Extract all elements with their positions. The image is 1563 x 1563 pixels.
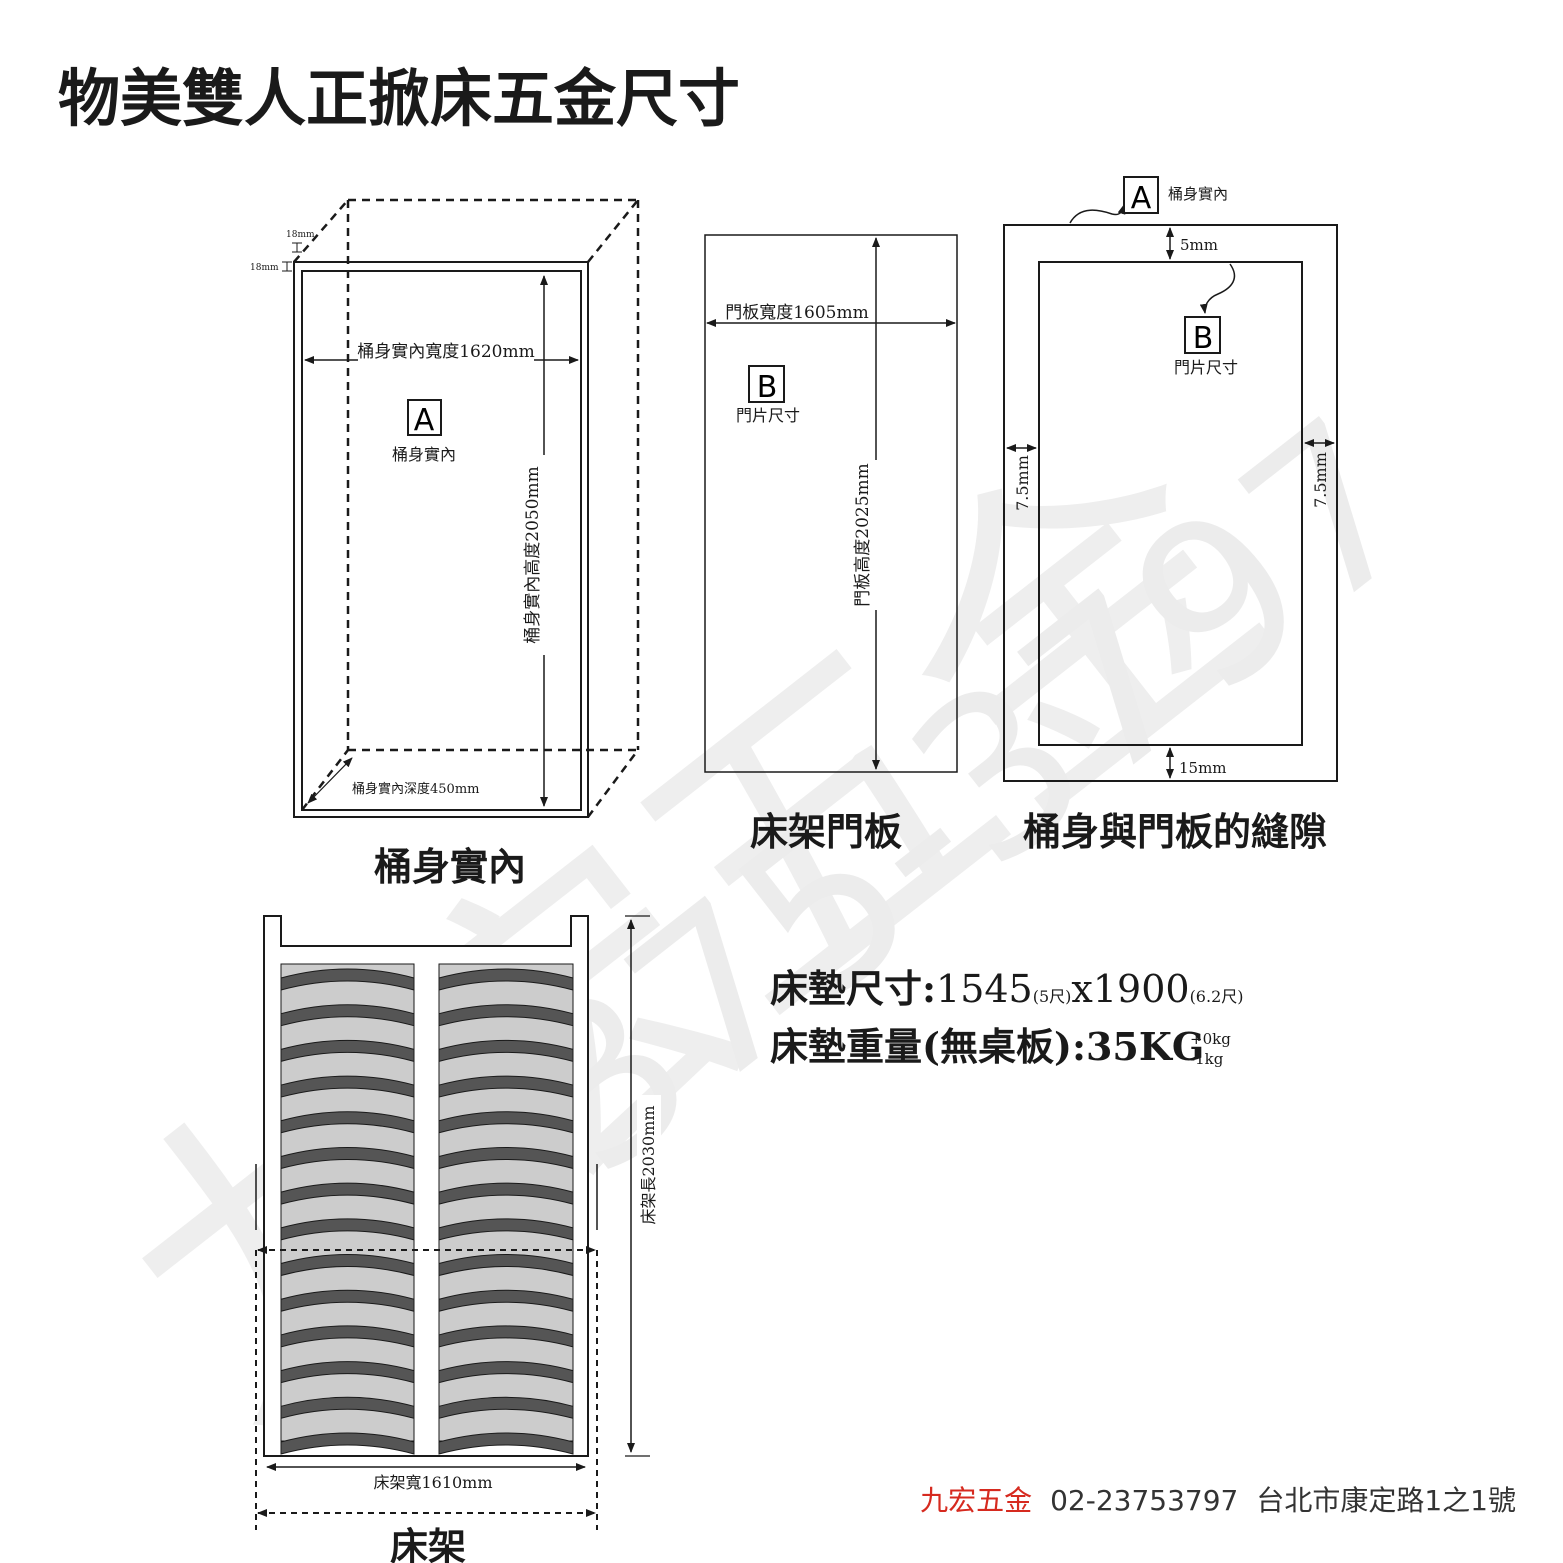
spec-size-length-note: (6.2尺) bbox=[1190, 987, 1244, 1006]
slat bbox=[280, 968, 415, 991]
slat bbox=[438, 968, 574, 991]
footer-address: 台北市康定路1之1號 bbox=[1256, 1484, 1516, 1517]
gap-bottom-label: 15mm bbox=[1179, 759, 1227, 777]
frame-width-label: 床架寬1610mm bbox=[373, 1473, 492, 1492]
box-height-label: 桶身實內高度2050mm bbox=[523, 466, 543, 644]
spec-size-label: 床墊尺寸: bbox=[770, 966, 936, 1011]
spec-size-width-note: (5尺) bbox=[1033, 987, 1072, 1006]
spec-weight: 床墊重量(無桌板):35KG bbox=[770, 1024, 1204, 1069]
gap-caption: 桶身與門板的縫隙 bbox=[1023, 809, 1327, 854]
gap-inner-marker-frame bbox=[1184, 316, 1221, 354]
slat bbox=[280, 1432, 415, 1455]
door-width-label: 門板寬度1605mm bbox=[725, 303, 869, 323]
box-depth-arrow bbox=[307, 757, 353, 804]
gap-outer-marker: A bbox=[1131, 181, 1152, 216]
slat bbox=[438, 1075, 574, 1098]
footer: 九宏五金 02-23753797 台北市康定路1之1號 bbox=[920, 1484, 1516, 1517]
gap-outer-label: 桶身實內 bbox=[1168, 185, 1228, 203]
gap-diagram bbox=[1003, 176, 1338, 782]
page-title: 物美雙人正掀床五金尺寸 bbox=[58, 62, 740, 135]
door-marker-frame bbox=[748, 365, 785, 403]
gap-inner-label: 門片尺寸 bbox=[1174, 358, 1238, 377]
frame-caption: 床架 bbox=[390, 1524, 466, 1563]
gap-left-label: 7.5mm bbox=[1013, 455, 1032, 511]
frame-diagram bbox=[255, 915, 650, 1530]
frame-length-label: 床架長2030mm bbox=[639, 1105, 658, 1224]
spec-size-length: x1900 bbox=[1071, 967, 1189, 1011]
box-diagram bbox=[282, 198, 640, 818]
spec-size: 床墊尺寸:1545(5尺)x1900(6.2尺) bbox=[770, 966, 1244, 1011]
box-marker-frame bbox=[407, 399, 442, 436]
slat bbox=[280, 1039, 415, 1063]
spec-weight-plus: +0kg bbox=[1190, 1030, 1231, 1048]
door-marker-label: 門片尺寸 bbox=[736, 406, 800, 425]
slat bbox=[438, 1289, 574, 1312]
slat bbox=[280, 1004, 415, 1027]
footer-brand: 九宏五金 bbox=[920, 1484, 1032, 1517]
footer-line: 九宏五金 02-23753797 台北市康定路1之1號 bbox=[920, 1484, 1516, 1517]
slat bbox=[438, 1396, 574, 1419]
slat bbox=[280, 1218, 415, 1241]
footer-phone: 02-23753797 bbox=[1050, 1484, 1238, 1517]
slat bbox=[280, 1254, 415, 1277]
slat bbox=[280, 1361, 415, 1384]
slat bbox=[438, 1111, 574, 1134]
box-depth-label: 桶身實內深度450mm bbox=[352, 781, 479, 797]
slat bbox=[280, 1146, 415, 1170]
door-marker: B bbox=[757, 370, 778, 405]
slat bbox=[438, 1146, 574, 1170]
gap-top-label: 5mm bbox=[1180, 236, 1218, 254]
slat bbox=[438, 1182, 574, 1205]
door-caption: 床架門板 bbox=[750, 809, 902, 854]
slat bbox=[438, 1325, 574, 1348]
slat bbox=[280, 1325, 415, 1348]
slat bbox=[280, 1396, 415, 1419]
slat bbox=[280, 1111, 415, 1134]
slat bbox=[438, 1039, 574, 1063]
box-marker-label: 桶身實內 bbox=[392, 445, 456, 464]
slat bbox=[438, 1361, 574, 1384]
box-marker: A bbox=[414, 403, 435, 438]
slat bbox=[438, 1004, 574, 1027]
slat-group bbox=[280, 968, 574, 1455]
box-thickness-top: 18mm bbox=[286, 230, 315, 240]
slat bbox=[280, 1182, 415, 1205]
slat bbox=[280, 1289, 415, 1312]
box-width-label: 桶身實內寬度1620mm bbox=[357, 342, 535, 362]
gap-outer-marker-frame bbox=[1123, 176, 1159, 214]
slat bbox=[438, 1432, 574, 1455]
spec-weight-minus: -1kg bbox=[1190, 1050, 1224, 1068]
box-thickness-side: 18mm bbox=[250, 263, 279, 273]
box-caption: 桶身實內 bbox=[374, 844, 526, 889]
slat bbox=[438, 1218, 574, 1241]
slat bbox=[438, 1254, 574, 1277]
spec-size-width: 1545 bbox=[936, 967, 1033, 1011]
gap-inner-marker: B bbox=[1193, 321, 1214, 356]
specs: 床墊尺寸:1545(5尺)x1900(6.2尺) 床墊重量(無桌板):35KG … bbox=[770, 966, 1244, 1069]
door-height-label: 門板高度2025mm bbox=[853, 463, 873, 607]
slat bbox=[280, 1075, 415, 1098]
gap-right-label: 7.5mm bbox=[1311, 452, 1330, 508]
